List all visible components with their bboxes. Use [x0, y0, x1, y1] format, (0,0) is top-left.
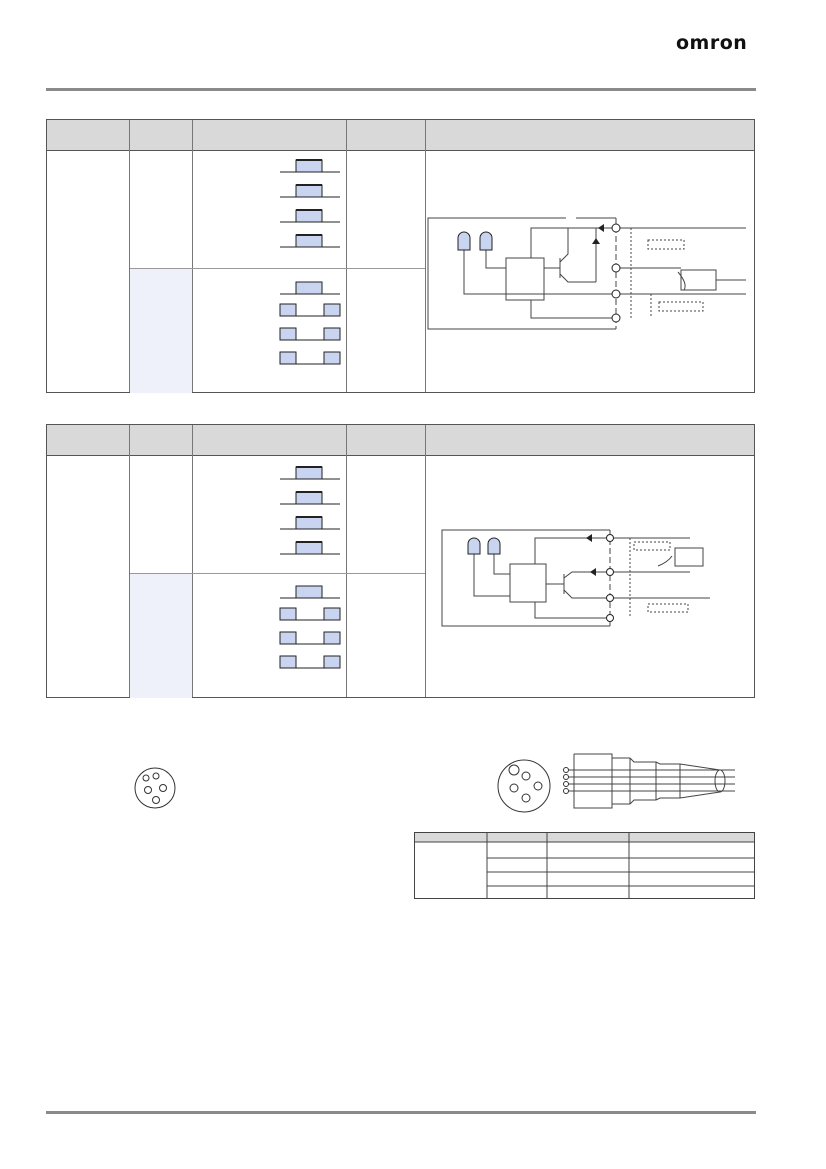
- timing-chart-2b: [279, 585, 341, 669]
- table-header-row: [47, 120, 754, 151]
- omron-logo: omron: [676, 32, 748, 54]
- tinted-cell: [130, 268, 192, 393]
- output-circuit-diagram-1: [427, 216, 746, 330]
- footer-rule: [46, 1111, 756, 1114]
- tinted-cell: [130, 573, 192, 698]
- output-circuit-table-2: [46, 424, 755, 698]
- header-rule: [46, 88, 756, 91]
- output-circuit-table-1: [46, 119, 755, 393]
- table-header-row: [47, 425, 754, 456]
- output-circuit-diagram-2: [441, 529, 710, 627]
- timing-chart-1a: [280, 159, 340, 248]
- connector-cable-side-view: [563, 753, 735, 809]
- connector-pin-face-small: [134, 767, 176, 809]
- connector-pin-face-large: [497, 759, 551, 813]
- timing-chart-2a: [280, 466, 340, 555]
- pin-assignment-table: [414, 832, 755, 899]
- timing-chart-1b: [279, 281, 341, 365]
